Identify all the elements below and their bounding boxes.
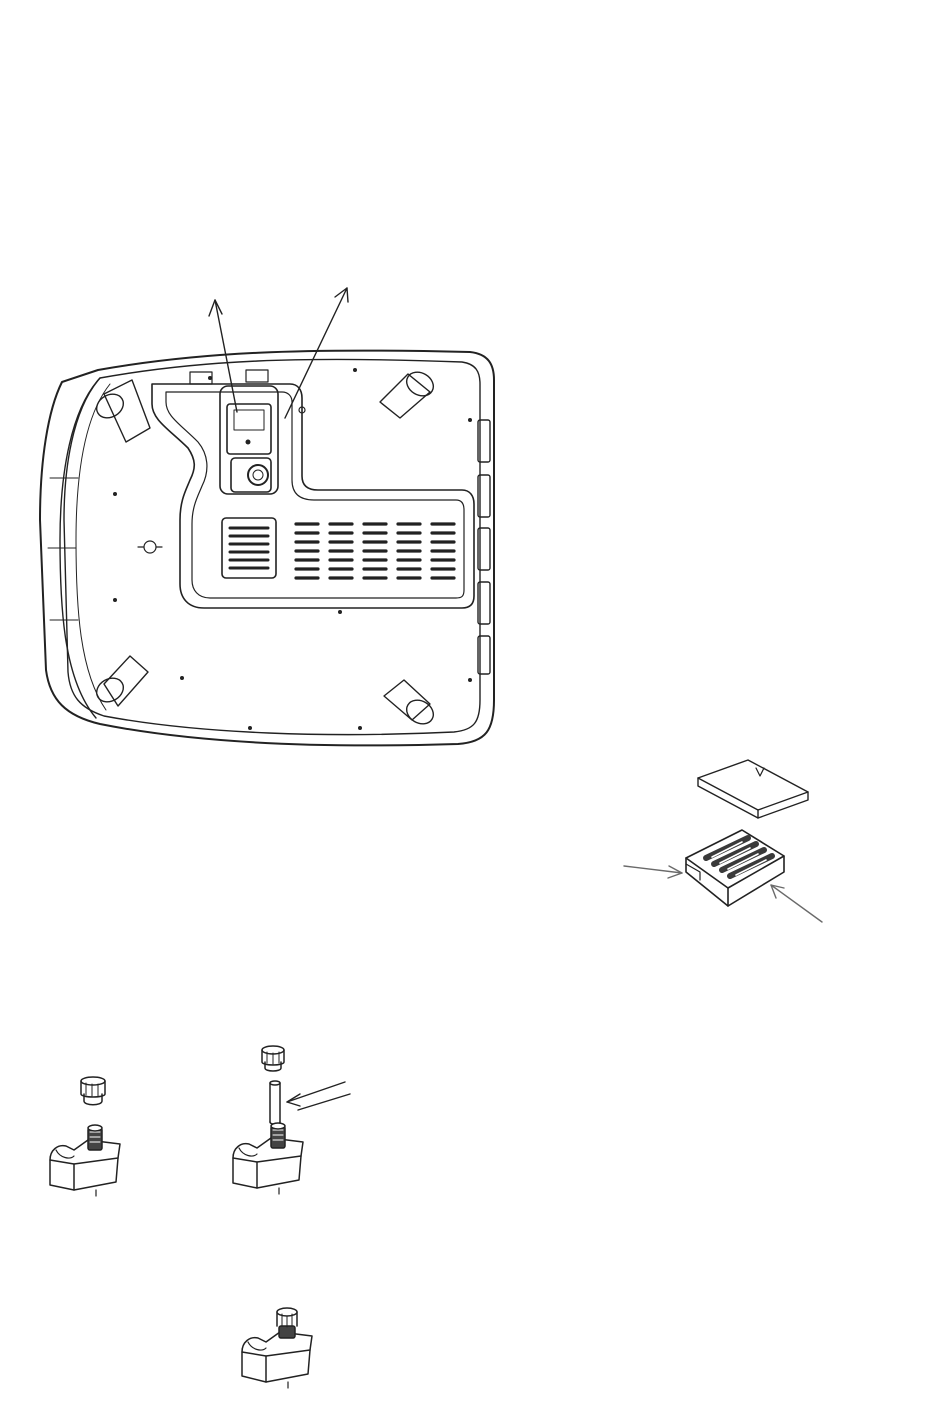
housing-outline <box>40 351 494 746</box>
foot-pad-bottom-left <box>92 656 148 707</box>
pointer-arrow-battery-right <box>771 885 822 922</box>
control-module <box>190 370 305 494</box>
recess-channel-outer <box>152 384 474 608</box>
pointer-arrow-right <box>285 288 348 418</box>
device-underside-view <box>40 288 494 745</box>
front-lip-inner <box>76 384 110 710</box>
foot-pin <box>270 1081 280 1124</box>
housing-inner-rim <box>64 359 480 734</box>
foot-parts-with-pin <box>233 1046 350 1194</box>
recess-channel-inner <box>166 392 464 598</box>
power-knob-icon <box>248 465 268 485</box>
foot-cap-2 <box>262 1046 284 1071</box>
foot-assembled <box>242 1308 312 1388</box>
foot-parts-separate <box>50 1077 120 1196</box>
battery-cover <box>698 760 808 818</box>
lip-ribs <box>48 478 78 620</box>
battery-box-assembly <box>624 760 822 922</box>
foot-base <box>50 1125 120 1196</box>
pointer-arrow-pin <box>287 1082 350 1110</box>
battery-holder <box>686 830 784 906</box>
foot-pad-top-right <box>380 367 438 418</box>
foot-cap <box>81 1077 105 1105</box>
mounting-hole <box>138 541 162 553</box>
pointer-arrow-battery-left <box>624 866 682 878</box>
foot-base-2 <box>233 1123 303 1194</box>
foot-pad-bottom-right <box>384 680 438 729</box>
foot-pad-top-left <box>92 380 150 442</box>
vent-grille <box>222 518 454 578</box>
